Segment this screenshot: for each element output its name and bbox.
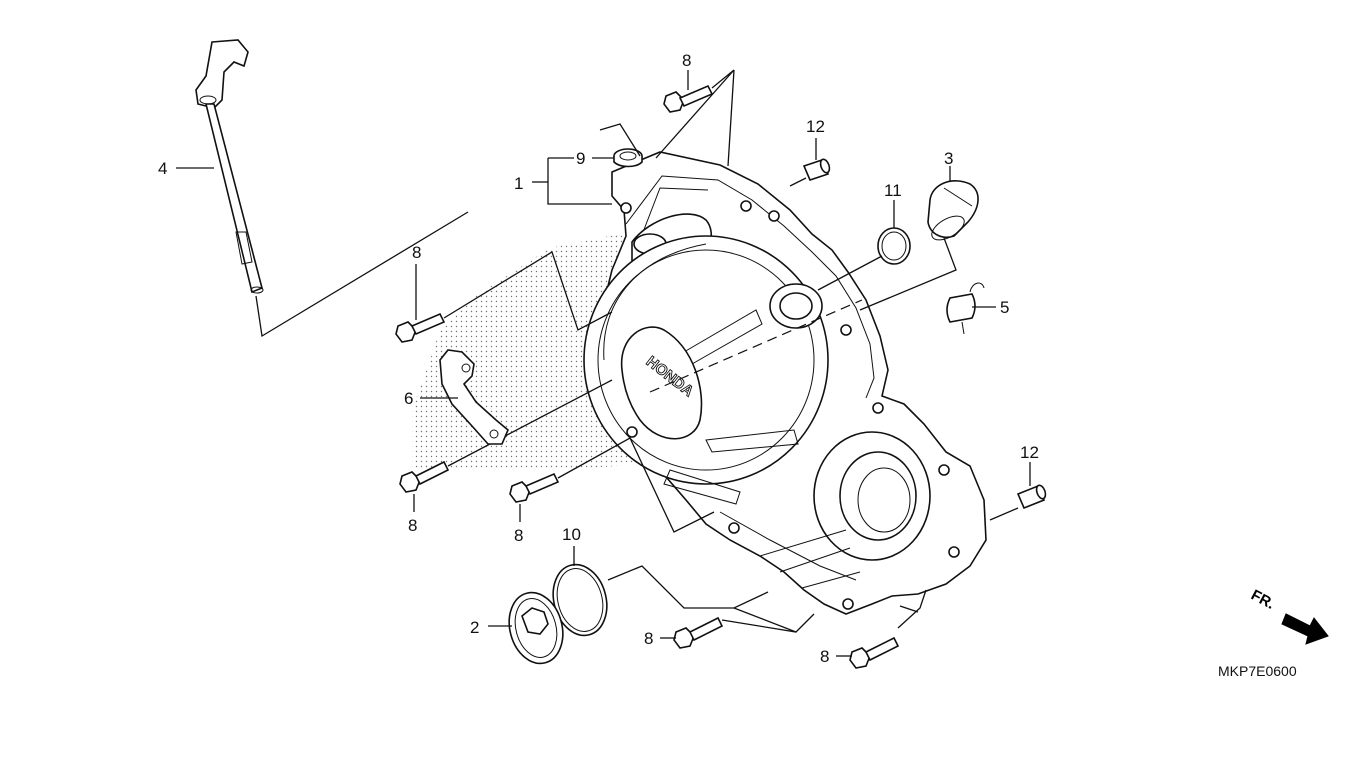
callout-9: 9 (576, 149, 585, 168)
front-arrow-icon (1281, 613, 1329, 645)
callout-8-center-low: 8 (514, 526, 523, 545)
callout-1: 1 (514, 174, 523, 193)
part-6-bracket[interactable] (439, 349, 509, 445)
part-9-seal[interactable] (613, 148, 643, 168)
callout-4: 4 (158, 159, 167, 178)
callout-3: 3 (944, 149, 953, 168)
callout-8-left-mid: 8 (412, 243, 421, 262)
front-direction-label: FR. (1248, 587, 1277, 613)
part-8-bolt-bottom-right[interactable] (849, 636, 900, 669)
part-8-bolt-bottom-mid[interactable] (673, 616, 724, 649)
callout-11: 11 (884, 181, 902, 200)
part-4-shaft[interactable] (195, 39, 264, 294)
part-11-o-ring[interactable] (877, 227, 911, 265)
callout-8-bottom-right: 8 (820, 647, 829, 666)
callout-5: 5 (1000, 298, 1009, 317)
callout-6: 6 (404, 389, 413, 408)
part-8-bolt-center-low[interactable] (509, 472, 560, 503)
part-12-dowel-top[interactable] (802, 158, 831, 181)
part-8-bolt-left-mid[interactable] (395, 312, 446, 343)
callout-12-top: 12 (806, 117, 825, 136)
callout-8-left-low: 8 (408, 516, 417, 535)
callout-2: 2 (470, 618, 479, 637)
front-direction-indicator: FR. (1248, 587, 1329, 645)
part-2-plug[interactable] (502, 586, 571, 669)
callout-8-bottom-mid: 8 (644, 629, 653, 648)
part-12-dowel-right[interactable] (1016, 484, 1047, 510)
part-1-crankcase-cover[interactable]: HONDA (583, 151, 987, 615)
diagram-code: MKP7E0600 (1218, 663, 1297, 679)
callout-8-top: 8 (682, 51, 691, 70)
callout-10: 10 (562, 525, 581, 544)
part-8-bolt-left-low[interactable] (399, 460, 450, 493)
part-5-spring[interactable] (946, 282, 985, 335)
part-3-filler-cap[interactable] (927, 180, 979, 245)
callout-12-right: 12 (1020, 443, 1039, 462)
